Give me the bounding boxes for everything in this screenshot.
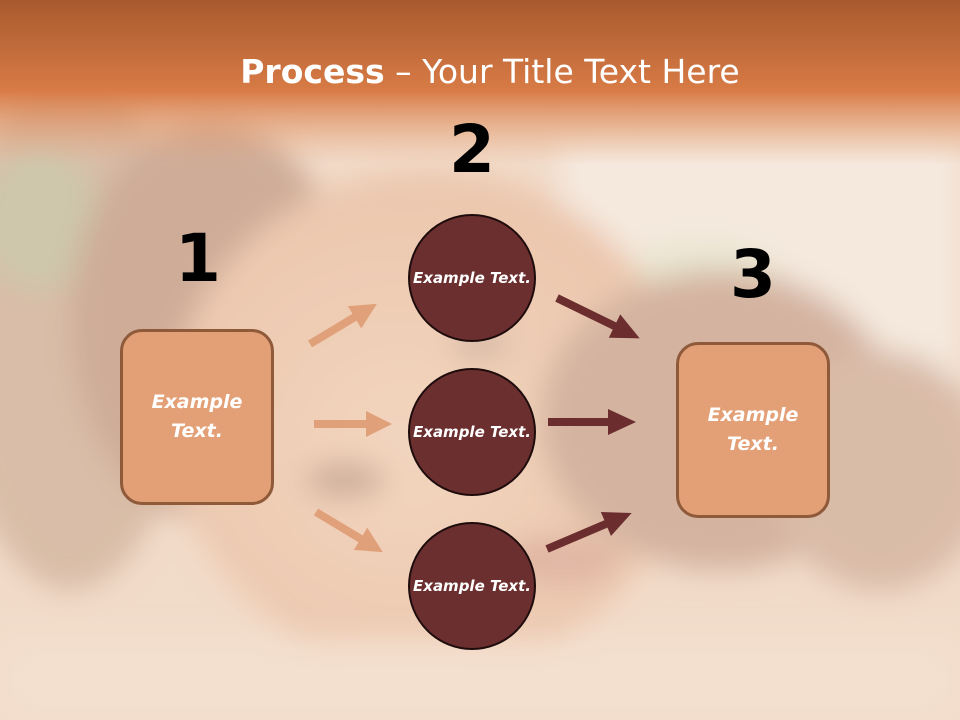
- step-number-2: 2: [449, 111, 495, 188]
- circle-top: Example Text.: [408, 214, 536, 342]
- step-3-text: Example Text.: [707, 404, 799, 455]
- step-number-1: 1: [175, 220, 221, 297]
- step-number-3: 3: [730, 236, 776, 313]
- circle-bottom-text: Example Text.: [413, 576, 531, 595]
- header-band: [0, 0, 960, 165]
- page-title: Process – Your Title Text Here: [0, 52, 960, 91]
- step-3-box: Example Text.: [676, 342, 830, 518]
- circle-middle-text: Example Text.: [413, 422, 531, 441]
- title-bold: Process: [240, 52, 385, 91]
- arrow-up-right-light: [307, 303, 377, 348]
- circle-middle: Example Text.: [408, 368, 536, 496]
- arrow-right-dark: [548, 409, 636, 435]
- arrow-up-right-dark: [545, 512, 632, 553]
- arrow-down-right-light: [313, 508, 383, 553]
- title-rest: – Your Title Text Here: [384, 52, 740, 91]
- arrow-down-right-dark: [555, 294, 640, 339]
- circle-bottom: Example Text.: [408, 522, 536, 650]
- circle-top-text: Example Text.: [413, 268, 531, 287]
- step-1-box: Example Text.: [120, 329, 274, 505]
- arrow-right-light: [314, 411, 392, 437]
- step-1-text: Example Text.: [151, 391, 243, 442]
